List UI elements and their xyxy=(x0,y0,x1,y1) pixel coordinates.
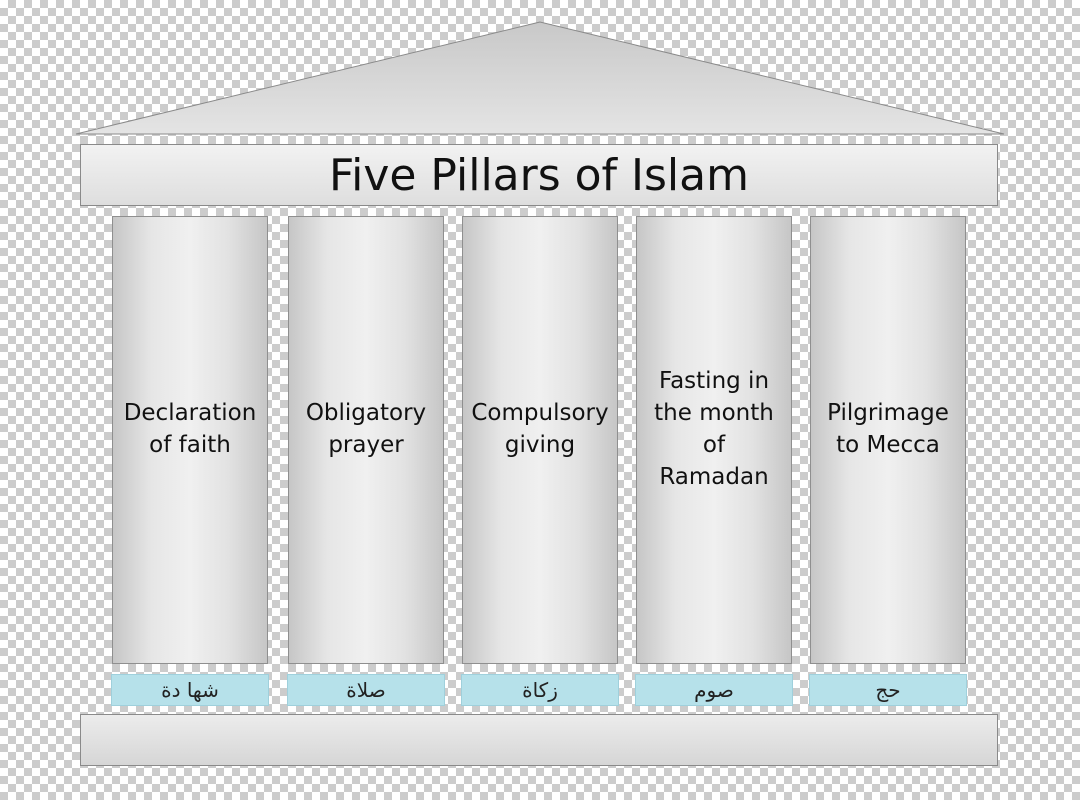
arabic-text: حج xyxy=(875,678,901,702)
roof-pediment xyxy=(75,21,1005,135)
pillar-obligatory-prayer: Obligatory prayer xyxy=(288,216,444,664)
pillar-declaration-of-faith: Declaration of faith xyxy=(112,216,268,664)
pillar-label: Declaration of faith xyxy=(123,400,257,458)
pillar-arabic-label-hajj: حج xyxy=(809,674,967,706)
arabic-text: شها دة xyxy=(161,678,219,702)
pillar-arabic-label-sawm: صوم xyxy=(635,674,793,706)
pillar-label: Compulsory giving xyxy=(471,400,609,458)
pillar-arabic-label-salat: صلاة xyxy=(287,674,445,706)
foundation-base xyxy=(80,714,998,766)
pillar-pilgrimage-mecca: Pilgrimage to Mecca xyxy=(810,216,966,664)
pillar-label: Pilgrimage to Mecca xyxy=(827,400,949,458)
pillar-arabic-label-shahada: شها دة xyxy=(111,674,269,706)
arabic-text: صوم xyxy=(694,678,734,702)
entablature: Five Pillars of Islam xyxy=(80,144,998,206)
roof xyxy=(75,21,1005,135)
pillar-label: Obligatory prayer xyxy=(305,400,427,458)
arabic-text: صلاة xyxy=(346,678,386,702)
pillar-compulsory-giving: Compulsory giving xyxy=(462,216,618,664)
diagram-title: Five Pillars of Islam xyxy=(329,149,749,201)
arabic-text: زكاة xyxy=(522,678,558,702)
pillar-label: Fasting in the month of Ramadan xyxy=(654,368,774,490)
pillar-arabic-label-zakat: زكاة xyxy=(461,674,619,706)
pillar-fasting-ramadan: Fasting in the month of Ramadan xyxy=(636,216,792,664)
